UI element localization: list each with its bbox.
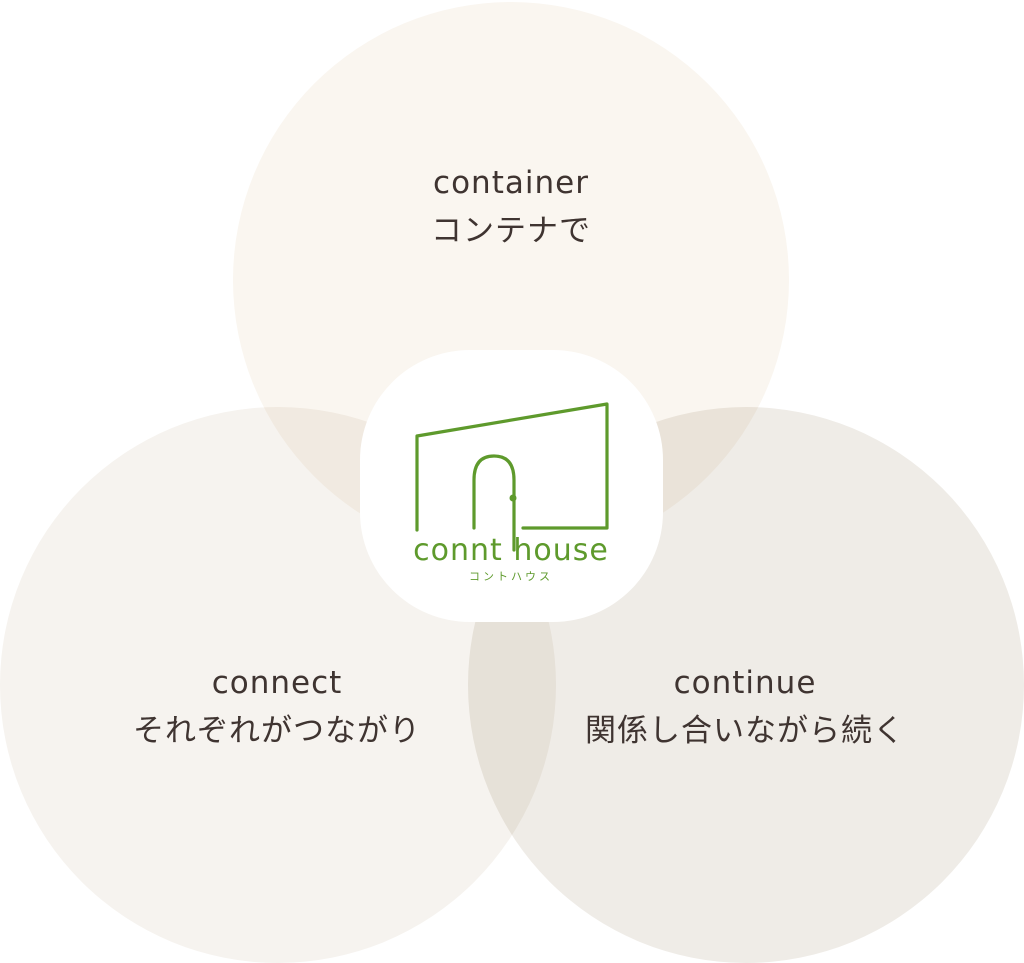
label-ja: 関係し合いながら続く [585, 713, 905, 749]
label-ja: コンテナで [431, 213, 591, 249]
label-continue: continue 関係し合いながら続く [545, 660, 945, 756]
label-en: container [433, 165, 589, 201]
house-logo-icon: connt house コントハウス [413, 402, 609, 583]
logo-badge: connt house コントハウス [360, 350, 663, 622]
label-en: connect [211, 665, 343, 701]
label-container: container コンテナで [311, 160, 711, 256]
label-ja: それぞれがつながり [133, 713, 421, 749]
logo-kana: コントハウス [469, 570, 553, 583]
label-en: continue [673, 665, 817, 701]
logo-wordmark: connt house [413, 533, 609, 568]
label-connect: connect それぞれがつながり [77, 660, 477, 756]
